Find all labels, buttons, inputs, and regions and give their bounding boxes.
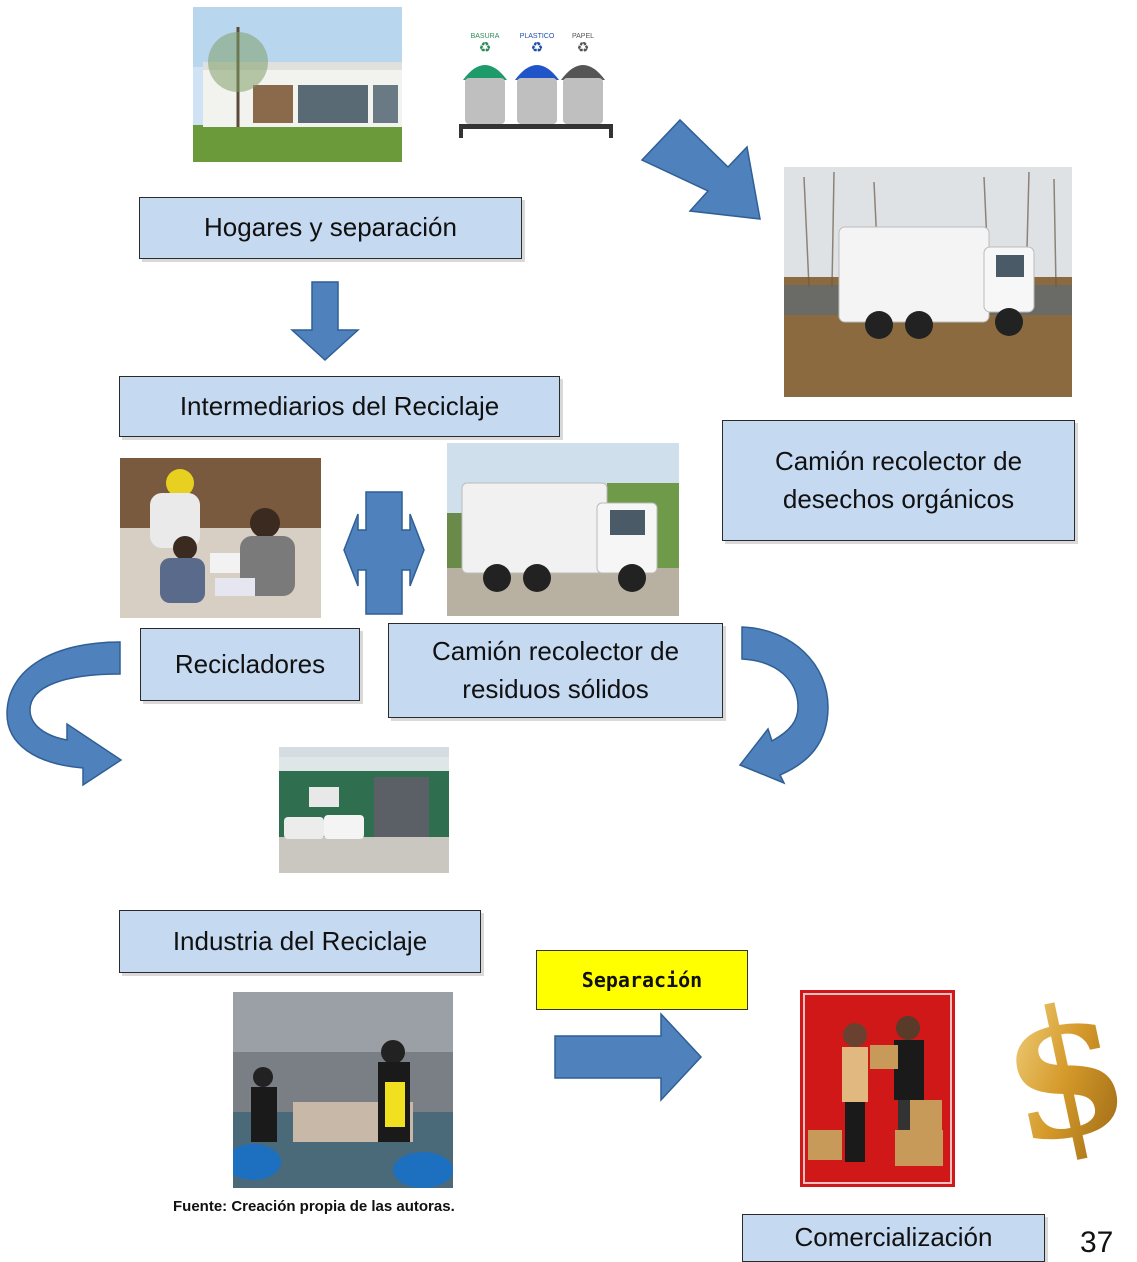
box-intermediarios-del-reciclaje: Intermediarios del Reciclaje [119, 376, 560, 437]
arrow-to-organic-truck [640, 115, 765, 225]
industry-building-photo [279, 747, 449, 873]
svg-text:$: $ [993, 985, 1137, 1165]
sorting-workers-photo [233, 992, 453, 1188]
arrow-curved-right-to-industria [738, 625, 830, 785]
house-photo [193, 7, 402, 162]
bin-label-papel: PAPEL [572, 33, 594, 40]
svg-text:♻: ♻ [577, 39, 590, 55]
box-comercializacion: Comercialización [742, 1214, 1045, 1262]
svg-text:♻: ♻ [479, 39, 492, 55]
arrow-right-to-comercializacion [553, 1012, 703, 1102]
arrow-down-to-intermediarios [290, 281, 360, 362]
dollar-sign-image: $ [993, 985, 1137, 1165]
arrow-curved-left-to-industria [5, 640, 125, 787]
box-camion-recolector-organicos: Camión recolector de desechos orgánicos [722, 420, 1075, 541]
svg-text:♻: ♻ [531, 39, 544, 55]
page-number: 37 [1080, 1226, 1114, 1259]
recyclers-photo [120, 458, 321, 618]
box-recicladores: Recicladores [140, 628, 360, 701]
box-industria-del-reciclaje: Industria del Reciclaje [119, 910, 481, 973]
recycling-bins-image: BASURA PLASTICO PAPEL ♻ ♻ ♻ [455, 30, 617, 140]
organic-truck-photo [784, 167, 1072, 397]
box-hogares-y-separacion: Hogares y separación [139, 197, 522, 259]
solid-waste-truck-photo [447, 443, 679, 616]
commerce-photo [800, 990, 955, 1187]
box-camion-recolector-solidos: Camión recolector de residuos sólidos [388, 623, 723, 718]
separacion-tag: Separación [536, 950, 748, 1010]
arrow-bidirectional-recicladores-camion [343, 491, 425, 615]
bin-label-plastico: PLASTICO [520, 33, 555, 40]
bin-label-basura: BASURA [471, 33, 500, 40]
source-caption: Fuente: Creación propia de las autoras. [173, 1198, 455, 1215]
